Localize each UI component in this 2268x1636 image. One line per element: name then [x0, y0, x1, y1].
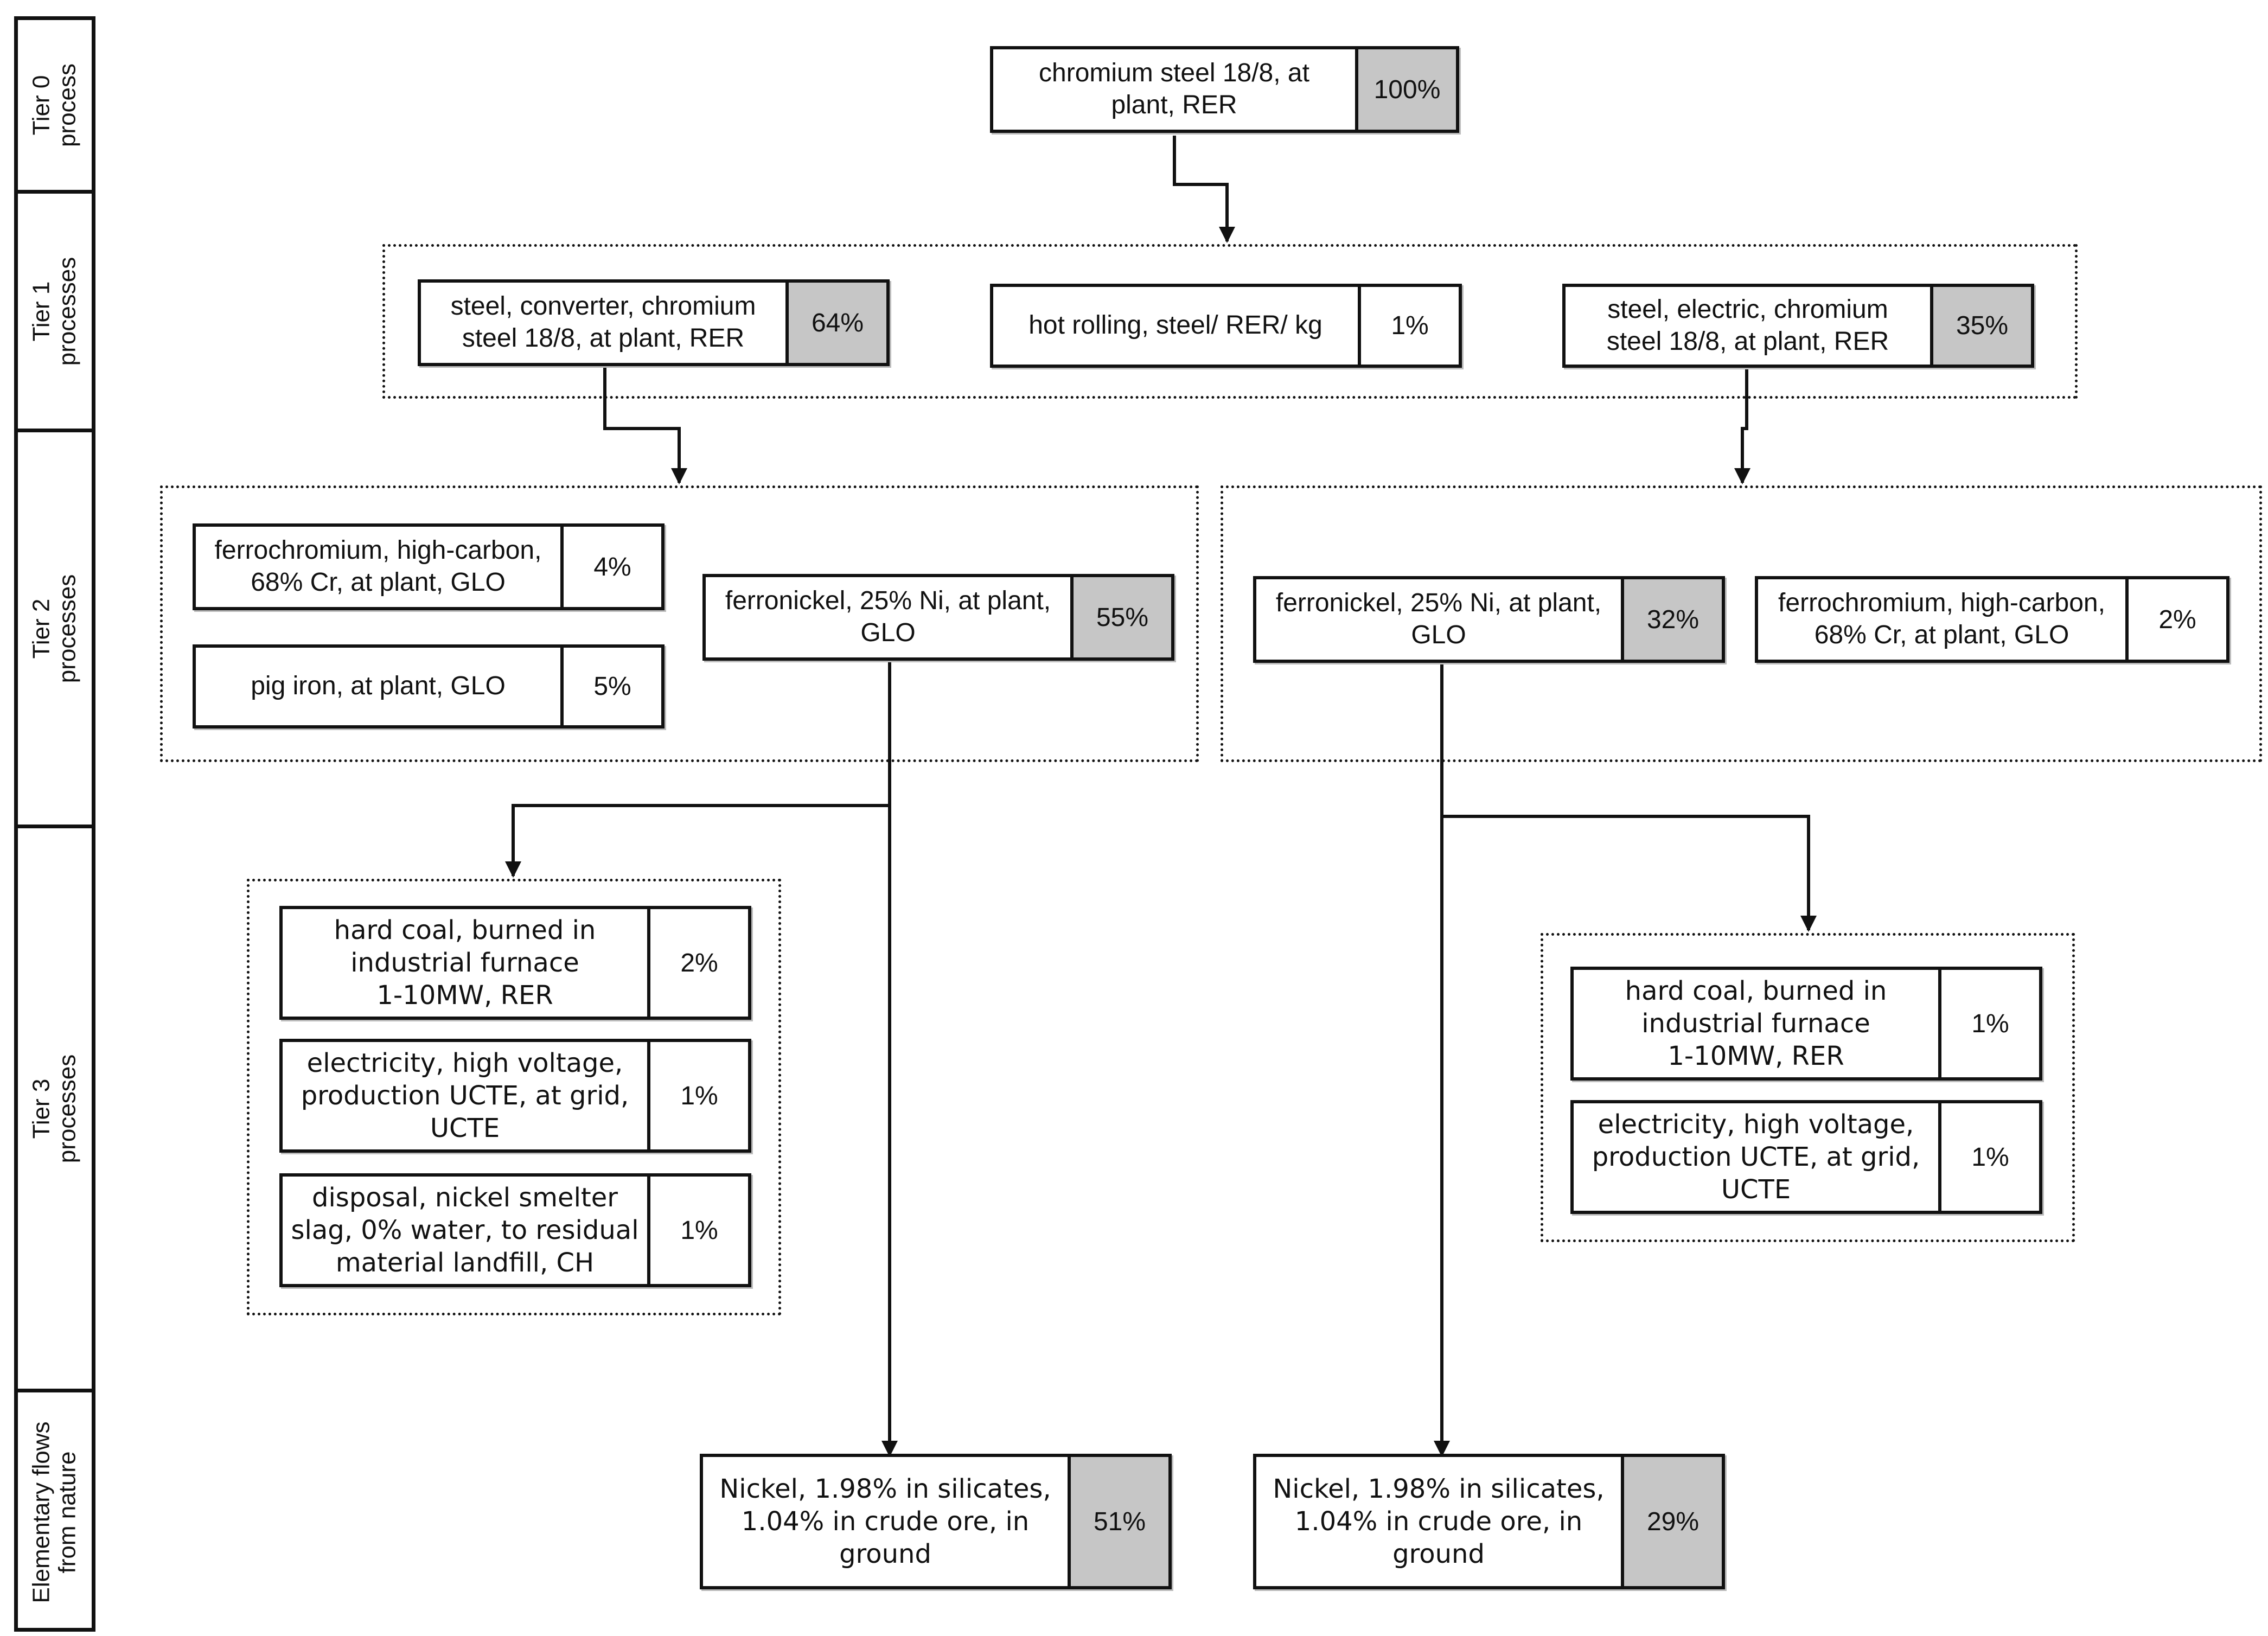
process-label: Nickel, 1.98% in silicates, 1.04% in cru…	[1256, 1457, 1624, 1586]
process-share: 2%	[680, 948, 718, 977]
process-electricity-left: electricity, high voltage, production UC…	[279, 1039, 751, 1153]
process-share: 5%	[593, 672, 631, 701]
process-share: 55%	[1074, 577, 1171, 657]
process-pig-iron: pig iron, at plant, GLO 5%	[193, 644, 665, 728]
process-share: 29%	[1624, 1457, 1722, 1586]
process-label: electricity, high voltage, production UC…	[1574, 1103, 1941, 1211]
process-share: 1%	[680, 1081, 718, 1110]
arrow-root-to-tier1	[1173, 136, 1235, 243]
process-hot-rolling: hot rolling, steel/ RER/ kg 1%	[990, 284, 1462, 368]
process-ferronickel-left: ferronickel, 25% Ni, at plant, GLO 55%	[702, 574, 1174, 661]
tier-1-cell: Tier 1 processes	[18, 194, 92, 432]
process-share: 32%	[1624, 579, 1722, 660]
process-label: hard coal, burned in industrial furnace …	[283, 909, 650, 1017]
process-steel-electric: steel, electric, chromium steel 18/8, at…	[1562, 284, 2034, 368]
process-disposal-slag: disposal, nickel smelter slag, 0% water,…	[279, 1173, 751, 1287]
process-share: 4%	[593, 552, 631, 581]
process-share: 1%	[680, 1216, 718, 1245]
process-label: Nickel, 1.98% in silicates, 1.04% in cru…	[703, 1457, 1071, 1586]
process-ferrochromium-left: ferrochromium, high-carbon, 68% Cr, at p…	[193, 523, 665, 610]
process-label: ferrochromium, high-carbon, 68% Cr, at p…	[196, 527, 564, 607]
tier2-right-group	[1221, 485, 2262, 762]
process-ferronickel-right: ferronickel, 25% Ni, at plant, GLO 32%	[1253, 576, 1725, 663]
process-label: ferrochromium, high-carbon, 68% Cr, at p…	[1758, 579, 2129, 660]
tier3-right-group	[1541, 933, 2075, 1242]
process-share: 2%	[2158, 605, 2196, 634]
process-label: electricity, high voltage, production UC…	[283, 1042, 650, 1149]
flow-nickel-left: Nickel, 1.98% in silicates, 1.04% in cru…	[700, 1454, 1172, 1589]
process-share: 51%	[1071, 1457, 1168, 1586]
process-label: steel, electric, chromium steel 18/8, at…	[1566, 287, 1933, 365]
tier-0-cell: Tier 0 process	[18, 20, 92, 194]
process-electricity-right: electricity, high voltage, production UC…	[1570, 1100, 2042, 1214]
process-share: 100%	[1358, 49, 1456, 130]
arrow-converter-to-tier2-left	[603, 366, 687, 484]
process-label: hot rolling, steel/ RER/ kg	[993, 287, 1361, 365]
process-label: pig iron, at plant, GLO	[196, 648, 564, 725]
process-share: 1%	[1971, 1009, 2009, 1038]
process-ferrochromium-right: ferrochromium, high-carbon, 68% Cr, at p…	[1755, 576, 2229, 663]
process-label: hard coal, burned in industrial furnace …	[1574, 970, 1941, 1077]
flow-nickel-right: Nickel, 1.98% in silicates, 1.04% in cru…	[1253, 1454, 1725, 1589]
arrow-ferronickel-left-to-tier3	[505, 804, 891, 878]
process-share: 64%	[789, 283, 886, 363]
tier-3-cell: Tier 3 processes	[18, 828, 92, 1392]
arrow-electric-to-tier2-right	[1734, 368, 1750, 484]
process-steel-converter: steel, converter, chromium steel 18/8, a…	[418, 279, 890, 366]
process-share: 1%	[1391, 311, 1429, 340]
process-label: steel, converter, chromium steel 18/8, a…	[421, 283, 789, 363]
process-label: disposal, nickel smelter slag, 0% water,…	[283, 1177, 650, 1284]
tier-2-cell: Tier 2 processes	[18, 432, 92, 828]
arrow-ferronickel-right-to-tier3	[1442, 815, 1817, 932]
process-chromium-steel-root: chromium steel 18/8, at plant, RER 100%	[990, 46, 1459, 133]
process-share: 35%	[1933, 287, 2031, 365]
process-label: ferronickel, 25% Ni, at plant, GLO	[1256, 579, 1624, 660]
tier2-left-group	[160, 485, 1199, 762]
tier-sidebar: Tier 0 process Tier 1 processes Tier 2 p…	[14, 16, 95, 1632]
process-share: 1%	[1971, 1142, 2009, 1172]
process-hard-coal-left: hard coal, burned in industrial furnace …	[279, 906, 751, 1020]
process-label: ferronickel, 25% Ni, at plant, GLO	[706, 577, 1074, 657]
process-hard-coal-right: hard coal, burned in industrial furnace …	[1570, 967, 2042, 1081]
tier3-left-group	[247, 879, 781, 1315]
tier1-group	[382, 244, 2078, 399]
process-label: chromium steel 18/8, at plant, RER	[993, 49, 1358, 130]
